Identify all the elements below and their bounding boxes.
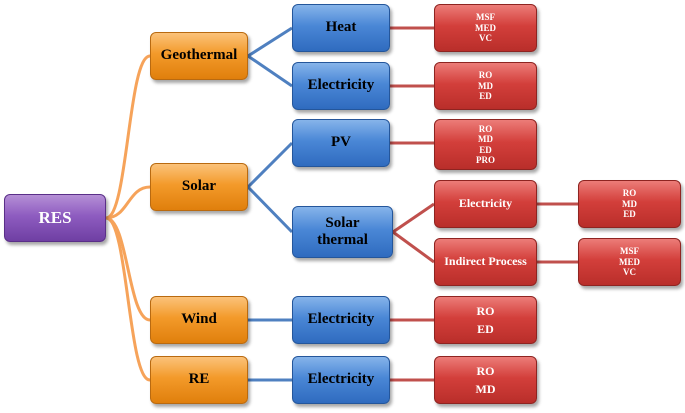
tech-item: ED	[479, 91, 492, 102]
energy-form-label: Electricity	[307, 77, 375, 94]
energy-form-label: Electricity	[307, 311, 375, 328]
connector-geothermal-heat	[247, 26, 293, 58]
source-label: RE	[188, 371, 210, 388]
tech-item: ED	[477, 322, 494, 336]
tech-box-indirect-process: MSF MED VC	[578, 238, 681, 286]
tech-item: RO	[478, 123, 493, 134]
tech-item: MSF	[476, 12, 495, 23]
energy-form-solar-thermal: Solar thermal	[292, 206, 393, 258]
connector-thermal-indirect	[392, 230, 435, 264]
tech-item: MD	[475, 382, 496, 396]
tech-box-geothermal-electricity: RO MD ED	[434, 62, 537, 110]
source-label: Geothermal	[160, 47, 238, 64]
source-re: RE	[150, 356, 248, 404]
tech-item: RO	[622, 188, 637, 199]
energy-form-pv: PV	[292, 119, 390, 167]
energy-form-heat: Heat	[292, 4, 390, 52]
tech-item: VC	[479, 33, 492, 44]
tech-box-solar-thermal-electricity: RO MD ED	[578, 180, 681, 228]
tech-item: MED	[619, 256, 640, 267]
root-node: RES	[4, 194, 106, 242]
sub-branch-label: Indirect Process	[444, 254, 527, 269]
source-label: Wind	[181, 311, 217, 328]
energy-form-label: Electricity	[307, 371, 375, 388]
tech-item: RO	[478, 70, 493, 81]
tech-item: MSF	[620, 246, 639, 257]
solar-thermal-electricity: Electricity	[434, 180, 537, 228]
connector-geothermal-electricity	[247, 54, 293, 88]
tech-box-re-electricity: RO MD	[434, 356, 537, 404]
source-solar: Solar	[150, 163, 248, 211]
tech-item: ED	[623, 209, 636, 220]
tech-item: MD	[478, 134, 493, 145]
solar-thermal-indirect-process: Indirect Process	[434, 238, 537, 286]
tech-item: ED	[479, 144, 492, 155]
tech-item: MED	[475, 22, 496, 33]
connector-res-re	[105, 216, 151, 382]
root-label: RES	[38, 208, 72, 228]
energy-form-label: PV	[331, 134, 351, 151]
source-label: Solar	[181, 178, 217, 195]
connector-res-solar	[105, 185, 151, 220]
tech-item: VC	[623, 267, 636, 278]
tech-item: MD	[478, 80, 493, 91]
connector-thermal-electricity	[392, 202, 435, 234]
energy-form-label: Solar thermal	[317, 214, 368, 248]
tech-box-pv: RO MD ED PRO	[434, 119, 537, 170]
tech-item: MD	[622, 198, 637, 209]
energy-form-re-electricity: Electricity	[292, 356, 390, 404]
energy-form-label: Heat	[325, 19, 357, 36]
energy-form-geothermal-electricity: Electricity	[292, 62, 390, 110]
connector-solar-pv	[246, 141, 294, 189]
source-wind: Wind	[150, 296, 248, 344]
source-geothermal: Geothermal	[150, 32, 248, 80]
tech-item: RO	[476, 364, 495, 378]
connector-res-geothermal	[105, 54, 151, 220]
tech-box-heat: MSF MED VC	[434, 4, 537, 52]
energy-form-wind-electricity: Electricity	[292, 296, 390, 344]
tech-item: RO	[476, 304, 495, 318]
tech-item: PRO	[476, 154, 495, 165]
connector-solar-thermal	[246, 185, 294, 234]
sub-branch-label: Electricity	[458, 196, 513, 211]
tech-box-wind-electricity: RO ED	[434, 296, 537, 344]
